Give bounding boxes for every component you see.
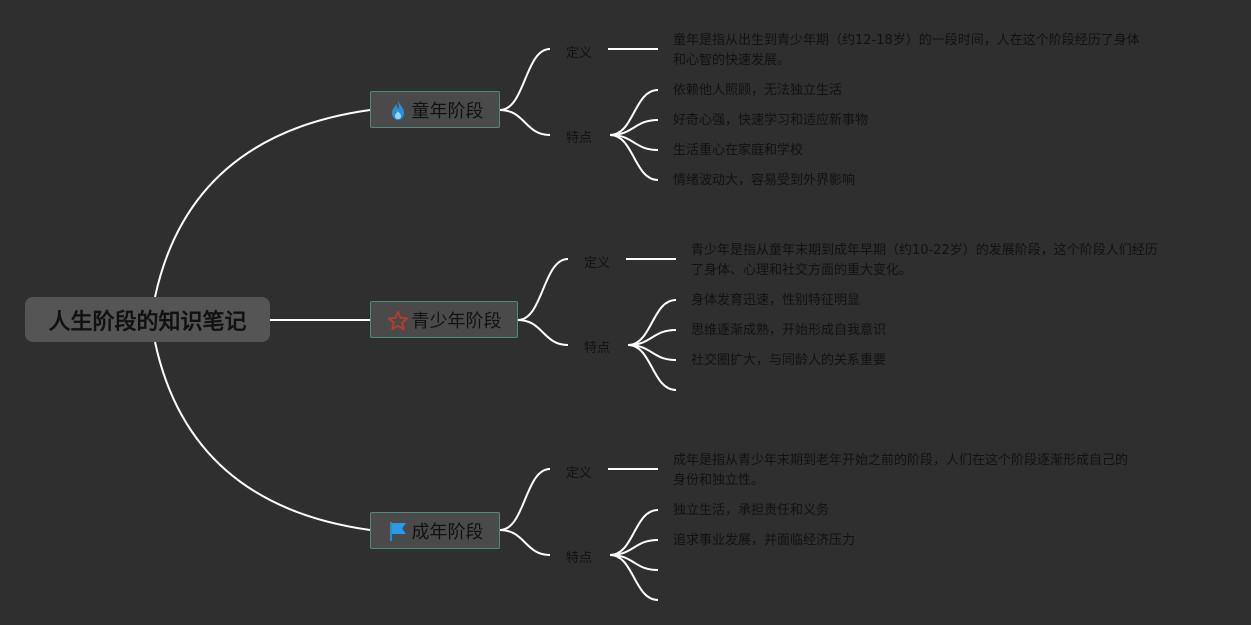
connector-definition — [499, 48, 551, 111]
star-icon — [387, 309, 409, 331]
connector-definition — [517, 258, 569, 321]
feature-item: 身体发育迅速，性别特征明显 — [691, 293, 861, 308]
feature-item: 情绪波动大，容易受到外界影响 — [673, 173, 856, 188]
features-label: 特点 — [584, 341, 611, 356]
feature-item: 好奇心强，快速学习和适应新事物 — [673, 113, 869, 128]
stage-title: 青少年阶段 — [411, 310, 502, 332]
definition-label: 定义 — [566, 46, 593, 61]
branch-connectors — [499, 48, 677, 601]
connector-definition — [499, 468, 551, 531]
flag-icon — [387, 520, 409, 542]
connector-root-childhood — [154, 109, 371, 298]
stage-title: 成年阶段 — [411, 521, 484, 543]
definition-label: 定义 — [566, 466, 593, 481]
connector-features — [517, 319, 569, 346]
definition-line: 了身体、心理和社交方面的重大变化。 — [691, 263, 913, 278]
stage-node-adolescence[interactable]: 青少年阶段 — [370, 301, 518, 338]
definition-text: 青少年是指从童年末期到成年早期（约10-22岁）的发展阶段，这个阶段人们经历 了… — [691, 241, 1158, 281]
definition-line: 成年是指从青少年末期到老年开始之前的阶段，人们在这个阶段逐渐形成自己的 — [673, 453, 1129, 468]
definition-line: 身份和独立性。 — [673, 473, 765, 488]
root-topic[interactable]: 人生阶段的知识笔记 — [25, 297, 270, 342]
stage-title: 童年阶段 — [411, 100, 484, 122]
stage-node-childhood[interactable]: 童年阶段 — [370, 91, 500, 128]
connector-feature-item — [609, 134, 659, 181]
connector-feature-item — [609, 554, 659, 601]
flame-icon — [387, 99, 409, 121]
feature-item: 思维逐渐成熟，开始形成自我意识 — [691, 323, 887, 338]
definition-label: 定义 — [584, 256, 611, 271]
definition-text: 成年是指从青少年末期到老年开始之前的阶段，人们在这个阶段逐渐形成自己的 身份和独… — [673, 451, 1128, 491]
definition-line: 童年是指从出生到青少年期（约12-18岁）的一段时间，人在这个阶段经历了身体 — [673, 33, 1140, 48]
definition-line: 和心智的快速发展。 — [673, 53, 791, 68]
definition-line: 青少年是指从童年末期到成年早期（约10-22岁）的发展阶段，这个阶段人们经历 — [691, 243, 1158, 258]
stage-node-adulthood[interactable]: 成年阶段 — [370, 512, 500, 549]
features-label: 特点 — [566, 551, 593, 566]
connector-root-adulthood — [154, 341, 371, 531]
features-label: 特点 — [566, 131, 593, 146]
feature-item: 依赖他人照顾，无法独立生活 — [673, 83, 843, 98]
feature-item: 生活重心在家庭和学校 — [673, 143, 804, 158]
feature-item: 社交圈扩大，与同龄人的关系重要 — [691, 353, 887, 368]
connector-feature-item — [627, 344, 677, 391]
connector-features — [499, 529, 551, 556]
feature-item: 独立生活，承担责任和义务 — [673, 503, 830, 518]
definition-text: 童年是指从出生到青少年期（约12-18岁）的一段时间，人在这个阶段经历了身体 和… — [673, 31, 1140, 71]
feature-item: 追求事业发展，并面临经济压力 — [673, 533, 856, 548]
connector-features — [499, 109, 551, 136]
root-title: 人生阶段的知识笔记 — [48, 309, 247, 335]
